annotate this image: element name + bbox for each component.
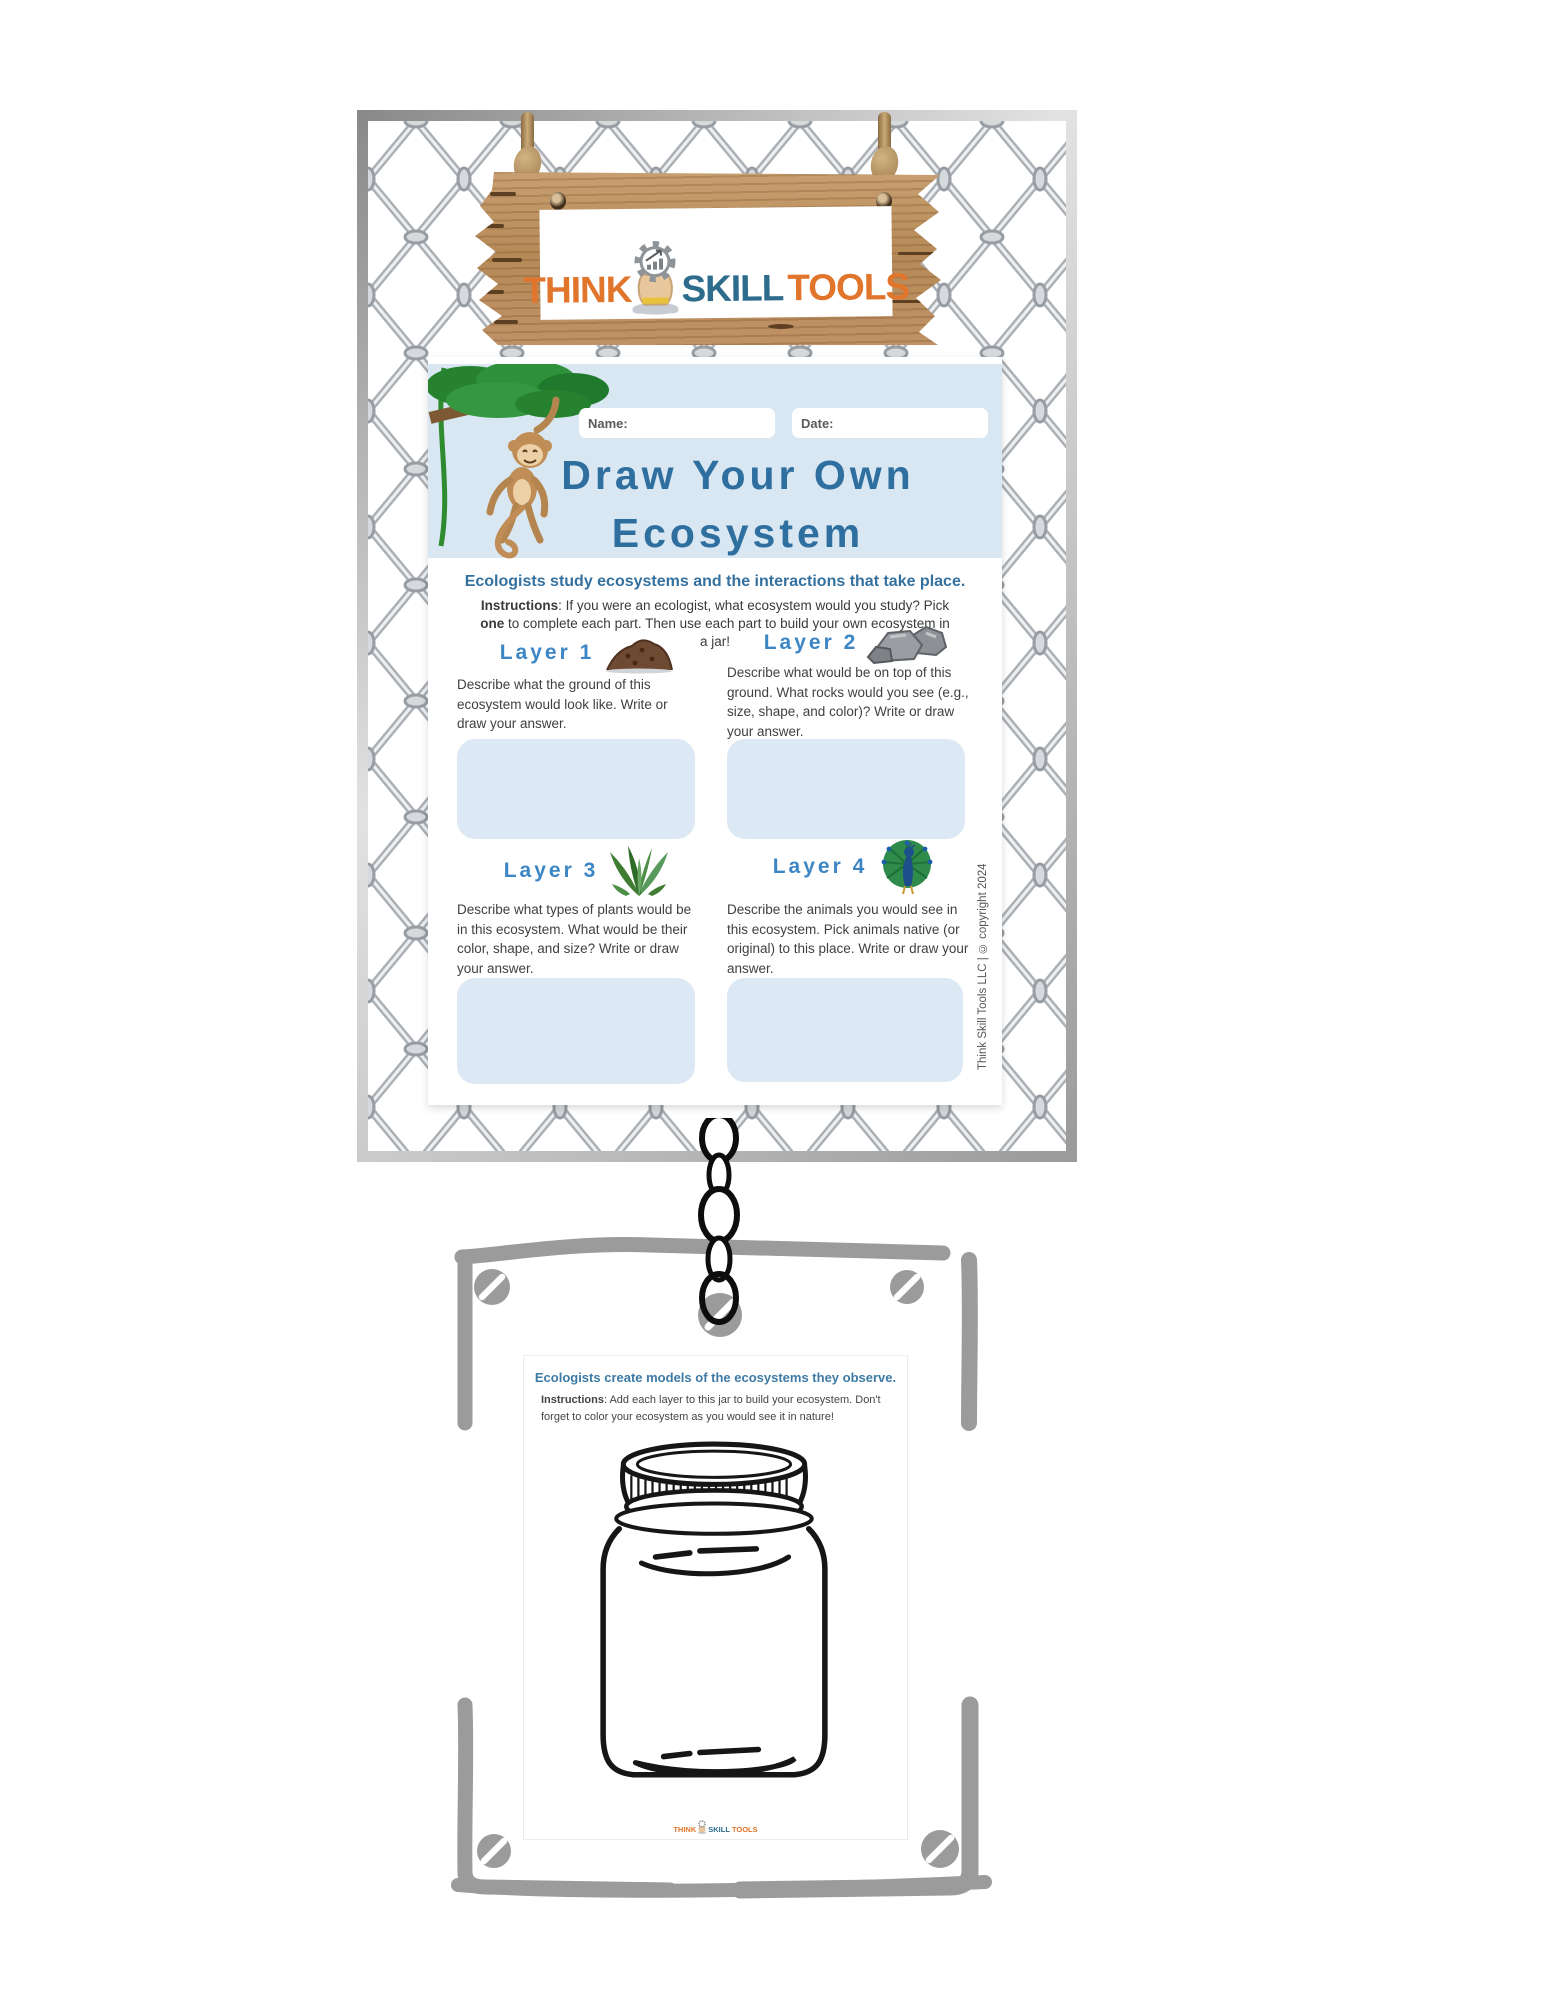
layer-3-text: Describe what types of plants would be i… bbox=[457, 902, 692, 976]
mason-jar-outline bbox=[600, 1441, 828, 1778]
name-label: Name: bbox=[588, 415, 628, 431]
worksheet-instructions: Instructions: If you were an ecologist, … bbox=[480, 598, 950, 650]
hanging-chain bbox=[698, 1118, 742, 1337]
hand-gear-chart-icon-small bbox=[697, 1820, 707, 1834]
corner-screws bbox=[474, 1269, 959, 1868]
layer-4-heading: Layer 4 bbox=[736, 840, 976, 895]
brand-word-skill: SKILL bbox=[681, 266, 784, 309]
copyright-text: Think Skill Tools LLC | © copyright 2024 bbox=[977, 863, 989, 1070]
layer-3-heading: Layer 3 bbox=[468, 846, 708, 896]
worksheet-page-ecosystem-jar: Ecologists create models of the ecosyste… bbox=[523, 1355, 908, 1840]
layer-2-text: Describe what would be on top of this gr… bbox=[727, 665, 969, 739]
sketch-frame bbox=[451, 1237, 992, 1899]
layer-4-text: Describe the animals you would see in th… bbox=[727, 902, 969, 976]
jar-page-instructions: Instructions: Add each layer to this jar… bbox=[541, 1394, 881, 1423]
nail-hole-left bbox=[550, 192, 566, 210]
date-label: Date: bbox=[801, 415, 834, 431]
layer-2-heading: Layer 2 bbox=[736, 619, 976, 667]
brand-word-think: THINK bbox=[523, 268, 632, 311]
layer-1-text: Describe what the ground of this ecosyst… bbox=[457, 677, 668, 732]
jar-page-heading: Ecologists create models of the ecosyste… bbox=[534, 1370, 897, 1385]
worksheet-page-draw-your-own-ecosystem: Name: Date: Draw Your Own Ecosystem Ecol… bbox=[428, 357, 1002, 1105]
layer-4-answer-box bbox=[727, 978, 963, 1082]
layer-3-answer-box bbox=[457, 978, 695, 1084]
worksheet-heading: Ecologists study ecosystems and the inte… bbox=[464, 573, 966, 590]
rocks-icon bbox=[866, 625, 948, 665]
layer-1-answer-box bbox=[457, 739, 695, 839]
plant-icon bbox=[610, 846, 669, 896]
layer-1-heading: Layer 1 bbox=[468, 629, 708, 677]
soil-mound-icon bbox=[606, 639, 674, 674]
hand-gear-chart-icon bbox=[632, 241, 679, 315]
brand-word-tools: TOOLS bbox=[787, 265, 910, 308]
title-banner: Name: Date: Draw Your Own Ecosystem bbox=[428, 364, 1002, 559]
layer-2-answer-box bbox=[727, 739, 965, 839]
footer-brand-logo: THINK SKILL TOOLS bbox=[524, 1820, 907, 1834]
peacock-icon bbox=[881, 840, 933, 895]
monkey-on-branch-illustration bbox=[428, 364, 609, 559]
nail-hole-right bbox=[876, 192, 892, 210]
date-field: Date: bbox=[792, 408, 988, 438]
brand-sign-label: THINK SKILL TOOLS bbox=[523, 206, 909, 320]
name-field: Name: bbox=[579, 408, 775, 438]
worksheet-title: Draw Your Own Ecosystem bbox=[561, 452, 915, 557]
brand-logo: THINK SKILL TOOLS bbox=[523, 238, 910, 315]
